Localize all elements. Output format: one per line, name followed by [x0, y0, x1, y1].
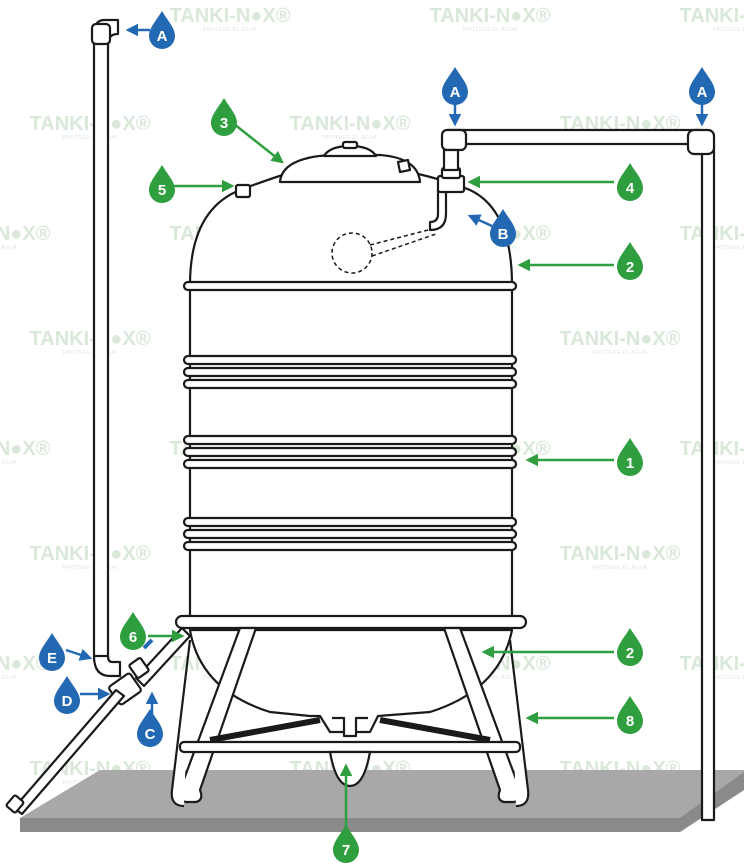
label-b: B	[498, 226, 509, 243]
watermark-tagline: PROTEGE EL AGUA	[463, 27, 518, 33]
watermark-brand: TANKI-N●X®	[0, 223, 51, 245]
label-drop-d: D	[54, 676, 80, 714]
watermark-brand: TANKI-N●X®	[0, 438, 51, 460]
label-1: 1	[626, 455, 634, 472]
watermark-brand: TANKI-N●X®	[560, 543, 681, 565]
watermark-tagline: PROTEGE EL AGUA	[323, 135, 378, 141]
label-drop-2-top: 2	[617, 242, 643, 280]
watermark-brand: TANKI-N●X®	[430, 5, 551, 27]
watermark-brand: TANKI-N●X®	[30, 113, 151, 135]
watermark-tagline: PROTEGE EL AGUA	[713, 675, 744, 681]
label-4: 4	[626, 180, 635, 197]
label-a-right: A	[697, 84, 708, 101]
watermark-tagline: PROTEGE EL AGUA	[713, 245, 744, 251]
label-drop-7: 7	[333, 825, 359, 863]
watermark-logo: TANKI-N●X®PROTEGE EL AGUA	[560, 328, 681, 356]
left-inlet-pipe	[90, 18, 120, 662]
watermark-tagline: PROTEGE EL AGUA	[63, 565, 118, 571]
watermark-tagline: PROTEGE EL AGUA	[63, 350, 118, 356]
label-7: 7	[342, 842, 350, 859]
floor-edge	[20, 772, 744, 832]
watermark-brand: TANKI-N●X®	[30, 543, 151, 565]
label-drop-a-middle: A	[442, 67, 468, 105]
label-drop-6: 6	[120, 612, 146, 650]
label-drop-1: 1	[617, 438, 643, 476]
watermark-logo: TANKI-N●X®PROTEGE EL AGUA	[30, 113, 151, 141]
arrows	[65, 23, 709, 834]
label-a-middle: A	[450, 84, 461, 101]
right-pipe	[440, 128, 716, 822]
tank	[182, 140, 518, 622]
label-drop-a-left: A	[149, 11, 175, 49]
watermark-brand: TANKI-N●X®	[560, 328, 681, 350]
watermark-brand: TANKI-N●X®	[170, 5, 291, 27]
watermark-logo: TANKI-N●X®PROTEGE EL AGUA	[680, 5, 744, 33]
tank-base	[170, 614, 530, 808]
label-2-top: 2	[626, 259, 634, 276]
label-3: 3	[220, 115, 228, 132]
label-drop-b: B	[490, 209, 516, 247]
label-e: E	[47, 650, 57, 667]
watermark-tagline: PROTEGE EL AGUA	[463, 675, 518, 681]
label-drop-2-bottom: 2	[617, 628, 643, 666]
watermark-brand: TANKI-N●X®	[0, 653, 51, 675]
label-drops: A A A B E D C 3	[39, 11, 715, 863]
watermark-logo: TANKI-N●X®PROTEGE EL AGUA	[0, 653, 51, 681]
watermark-logo: TANKI-N●X®PROTEGE EL AGUA	[30, 543, 151, 571]
watermark-tagline: PROTEGE EL AGUA	[203, 27, 258, 33]
watermark-tagline: PROTEGE EL AGUA	[713, 460, 744, 466]
watermark-logo: TANKI-N●X®PROTEGE EL AGUA	[0, 438, 51, 466]
label-a-left: A	[157, 28, 168, 45]
label-c: C	[145, 726, 156, 743]
watermark-tagline: PROTEGE EL AGUA	[593, 565, 648, 571]
watermark-logo: TANKI-N●X®PROTEGE EL AGUA	[170, 5, 291, 33]
label-6: 6	[129, 629, 137, 646]
watermark-tagline: PROTEGE EL AGUA	[0, 460, 17, 466]
watermark-brand: TANKI-N●X®	[30, 328, 151, 350]
watermark-logo: TANKI-N●X®PROTEGE EL AGUA	[560, 543, 681, 571]
watermark-tagline: PROTEGE EL AGUA	[0, 245, 17, 251]
label-drop-8: 8	[617, 696, 643, 734]
watermark-logo: TANKI-N●X®PROTEGE EL AGUA	[430, 5, 551, 33]
label-drop-3: 3	[211, 98, 237, 136]
label-8: 8	[626, 713, 634, 730]
label-drop-a-right: A	[689, 67, 715, 105]
label-drop-4: 4	[617, 163, 643, 201]
watermark-logo: TANKI-N●X®PROTEGE EL AGUA	[0, 223, 51, 251]
watermark-tagline: PROTEGE EL AGUA	[593, 350, 648, 356]
label-d: D	[62, 693, 73, 710]
label-drop-c: C	[137, 709, 163, 747]
watermark-tagline: PROTEGE EL AGUA	[63, 135, 118, 141]
label-drop-e: E	[39, 633, 65, 671]
label-2-bottom: 2	[626, 645, 634, 662]
watermark-tagline: PROTEGE EL AGUA	[713, 27, 744, 33]
watermark-brand: TANKI-N●X®	[680, 5, 744, 27]
drain-valve-assembly	[5, 626, 192, 816]
watermark-tagline: PROTEGE EL AGUA	[0, 675, 17, 681]
watermark-logo: TANKI-N●X®PROTEGE EL AGUA	[290, 113, 411, 141]
label-5: 5	[158, 182, 166, 199]
label-drop-5: 5	[149, 165, 175, 203]
watermark-brand: TANKI-N●X®	[290, 113, 411, 135]
watermark-logo: TANKI-N●X®PROTEGE EL AGUA	[30, 328, 151, 356]
